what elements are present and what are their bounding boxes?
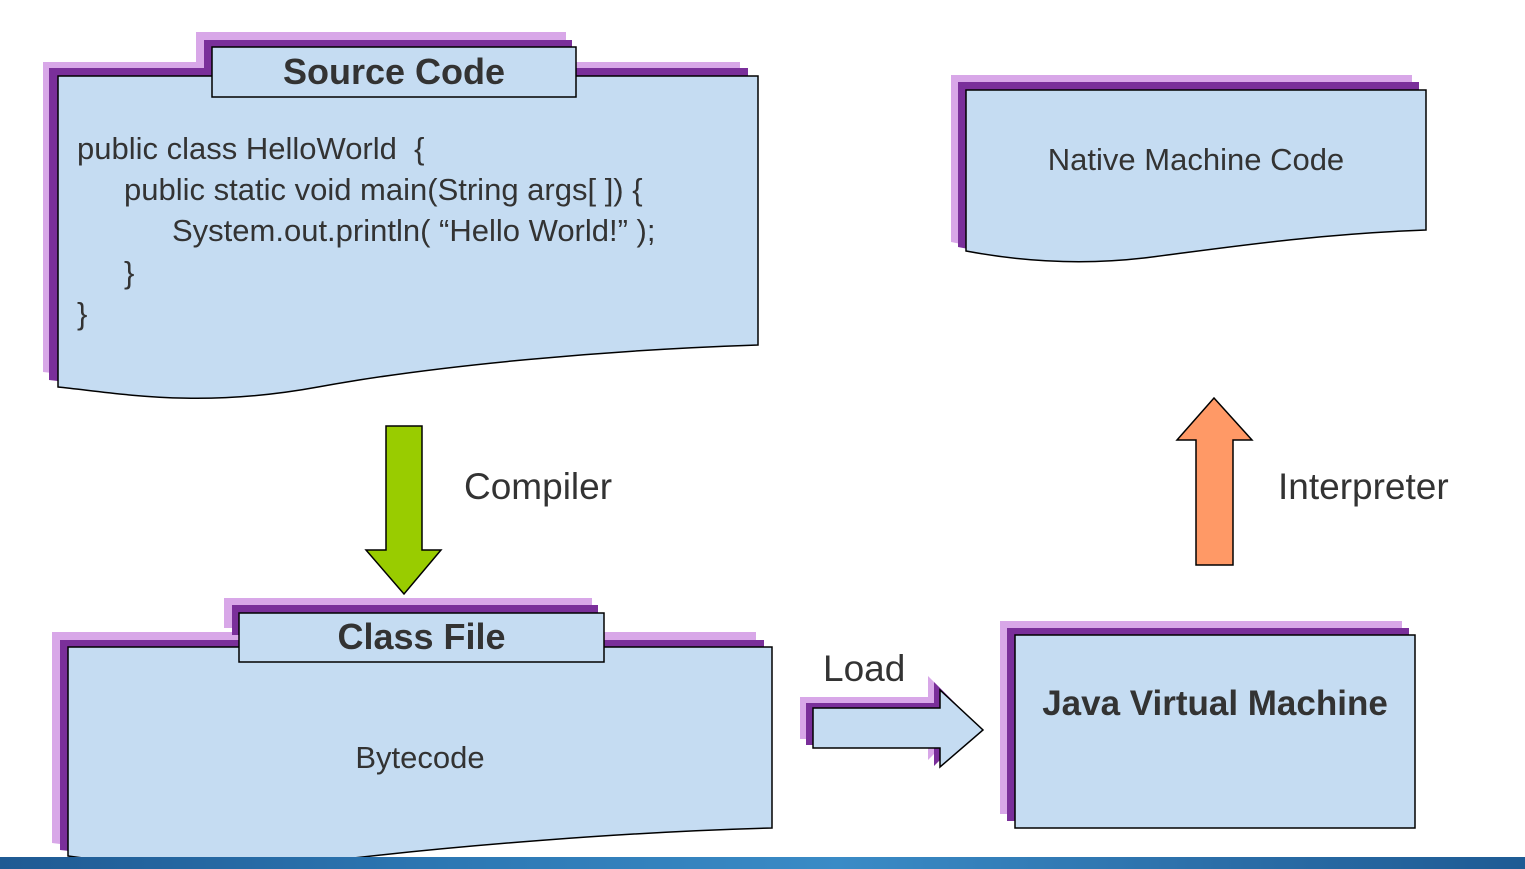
source-code-document xyxy=(43,62,759,399)
right-arrow-icon xyxy=(800,676,985,769)
class-file-title: Class File xyxy=(337,616,506,657)
class-file-document xyxy=(52,632,773,868)
bytecode-label: Bytecode xyxy=(355,740,485,775)
native-machine-code-label: Native Machine Code xyxy=(1047,142,1345,177)
code-line-5: } xyxy=(77,296,88,331)
up-arrow-icon xyxy=(1175,396,1254,566)
native-machine-code-document xyxy=(951,75,1427,263)
down-arrow-icon xyxy=(364,425,443,596)
code-line-4: } xyxy=(124,255,135,290)
source-code-title: Source Code xyxy=(282,51,506,92)
interpreter-label: Interpreter xyxy=(1278,466,1449,507)
source-code-title-tab xyxy=(196,32,577,98)
class-file-title-tab xyxy=(224,598,605,663)
bottom-decorative-bar xyxy=(0,857,1525,869)
code-line-3: System.out.println( “Hello World!” ); xyxy=(172,213,656,248)
code-line-1: public class HelloWorld { xyxy=(77,131,425,166)
jvm-title: Java Virtual Machine xyxy=(1042,684,1388,723)
code-line-2: public static void main(String args[ ]) … xyxy=(124,172,643,207)
compiler-label: Compiler xyxy=(464,466,613,507)
load-label: Load xyxy=(823,648,906,689)
jvm-box xyxy=(1000,621,1416,829)
